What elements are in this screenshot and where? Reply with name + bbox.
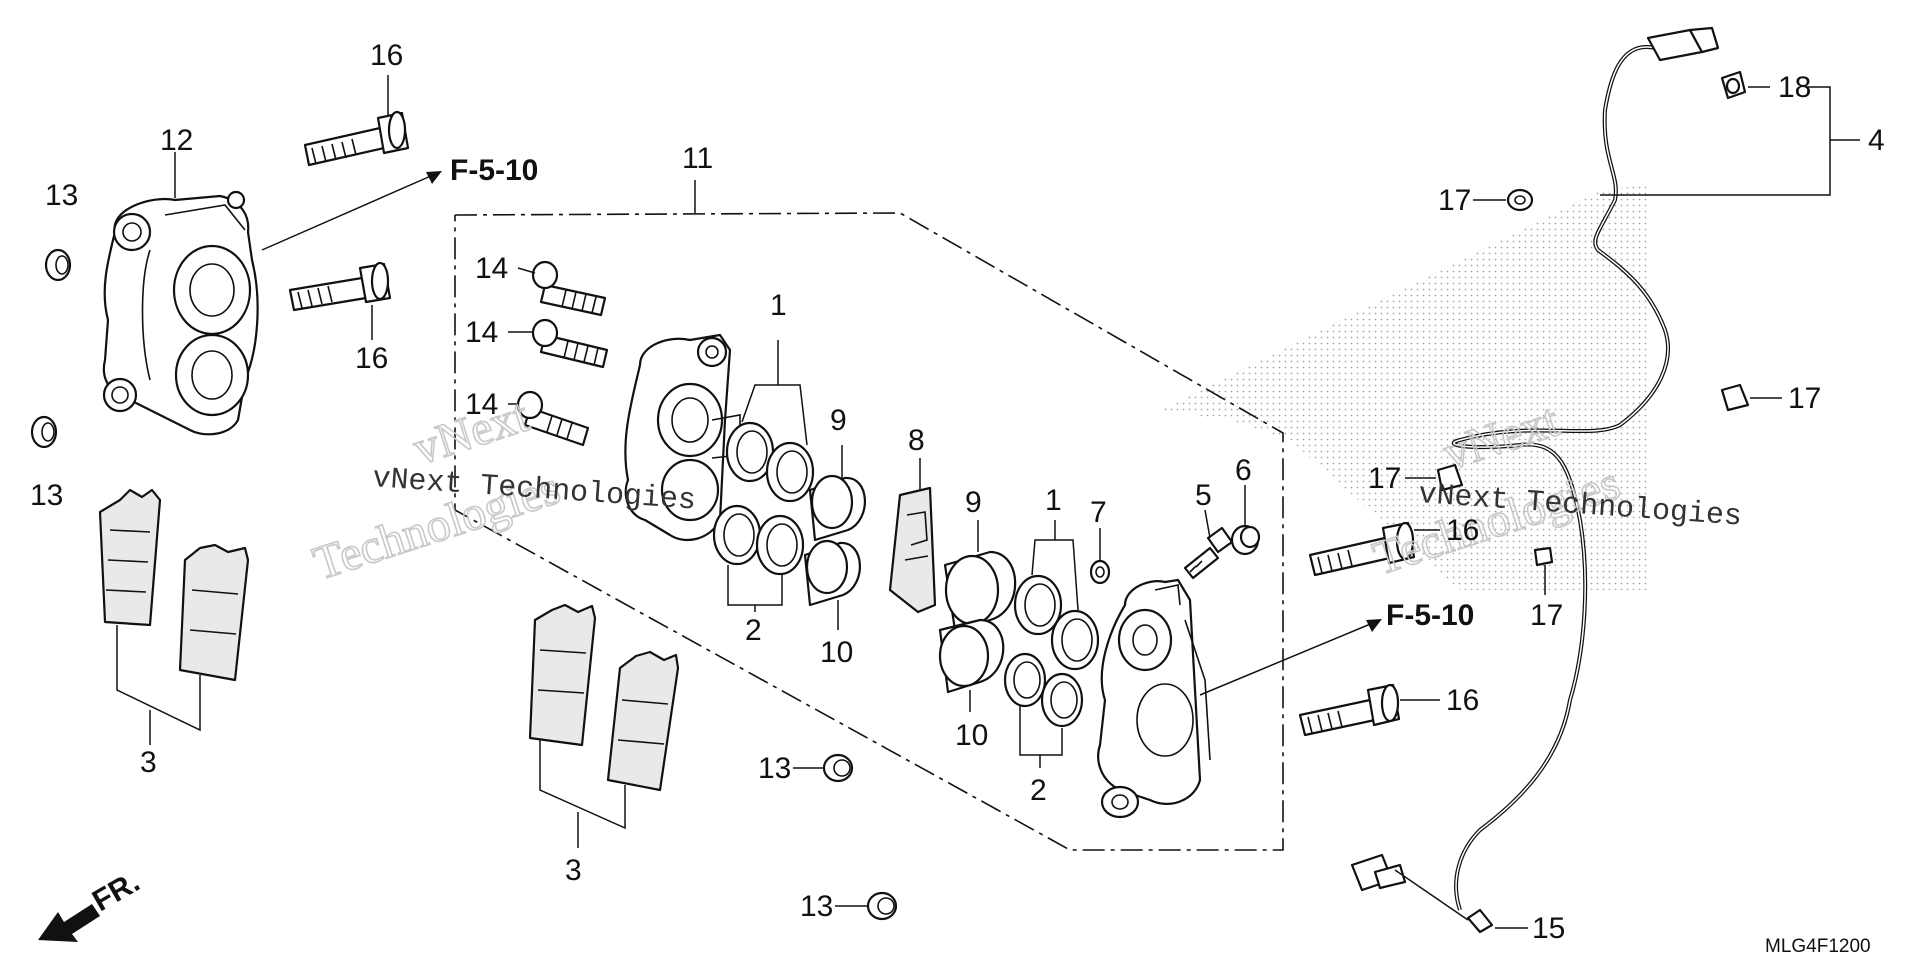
callout-9: 9 xyxy=(830,404,847,437)
ref-label-upper: F-5-10 xyxy=(450,154,538,187)
seal-13-lower-left xyxy=(30,415,58,449)
bolt-16-right-lower xyxy=(1298,683,1401,737)
callout-17: 17 xyxy=(1530,599,1563,632)
seal-set-1-2-left xyxy=(712,421,815,576)
callout-3: 3 xyxy=(140,746,157,779)
sensor-wire xyxy=(1451,44,1670,911)
callout-10: 10 xyxy=(955,719,988,752)
callout-1: 1 xyxy=(770,289,787,322)
brake-pad-center-b xyxy=(606,650,680,792)
bolt-14-c xyxy=(516,390,590,447)
callout-8: 8 xyxy=(908,424,925,457)
callout-17: 17 xyxy=(1368,462,1401,495)
callout-11: 11 xyxy=(682,142,713,175)
caliper-half-outer xyxy=(1097,578,1211,819)
callout-9: 9 xyxy=(965,486,982,519)
assembly-11-frame xyxy=(454,212,1284,851)
seal-13-bottom xyxy=(866,891,898,921)
callout-18: 18 xyxy=(1778,71,1811,104)
bolt-14-b xyxy=(531,318,609,369)
leader-5 xyxy=(1204,509,1211,539)
callout-13: 13 xyxy=(758,752,791,785)
bolt-14-a xyxy=(531,260,607,317)
bracket-4 xyxy=(1600,86,1831,196)
bracket-2-right xyxy=(1019,705,1063,756)
callout-14: 14 xyxy=(475,252,508,285)
callout-7: 7 xyxy=(1090,496,1107,529)
callout-10: 10 xyxy=(820,636,853,669)
callout-2: 2 xyxy=(1030,774,1047,807)
callout-17: 17 xyxy=(1438,184,1471,217)
sensor-connector xyxy=(1646,26,1720,62)
piston-9-right xyxy=(943,550,1017,632)
clamp-18 xyxy=(1720,70,1747,100)
callout-16: 16 xyxy=(355,342,388,375)
bolt-16-right-upper xyxy=(1308,521,1416,577)
callout-13: 13 xyxy=(800,890,833,923)
callout-14: 14 xyxy=(465,316,498,349)
leader-sensor-15 xyxy=(1394,869,1469,921)
callout-15: 15 xyxy=(1532,912,1565,945)
ref-leader-lower xyxy=(1199,619,1381,696)
seal-13-center xyxy=(822,753,854,783)
callout-13: 13 xyxy=(30,479,63,512)
bracket-3-center xyxy=(539,740,626,830)
cap-6 xyxy=(1230,524,1261,556)
callout-16: 16 xyxy=(370,39,403,72)
brake-pad-center-a xyxy=(528,603,597,747)
callout-12: 12 xyxy=(160,124,193,157)
sensor-head xyxy=(1350,853,1407,892)
callout-16: 16 xyxy=(1446,514,1479,547)
bleeder-5 xyxy=(1183,526,1234,580)
leader-14-a xyxy=(517,267,536,274)
callout-5: 5 xyxy=(1195,479,1212,512)
front-arrow-icon xyxy=(38,904,100,942)
caliper-half-inner xyxy=(624,333,741,542)
ref-arrowhead-lower xyxy=(1366,619,1382,632)
callout-3: 3 xyxy=(565,854,582,887)
seal-13-upper-left xyxy=(44,248,72,282)
callout-16: 16 xyxy=(1446,684,1479,717)
dotted-shading xyxy=(1160,185,1650,590)
clamp-17-right xyxy=(1720,383,1750,412)
callout-2: 2 xyxy=(745,614,762,647)
callout-4: 4 xyxy=(1868,124,1885,157)
callout-13: 13 xyxy=(45,179,78,212)
ref-leader-upper xyxy=(261,171,441,251)
brake-pad-left-a xyxy=(98,488,162,627)
bracket-3-left xyxy=(116,625,201,732)
brake-pad-left-b xyxy=(178,543,250,682)
seal-set-1-2-right xyxy=(1003,574,1100,728)
caliper-body-left xyxy=(102,190,259,436)
ref-label-lower: F-5-10 xyxy=(1386,599,1474,632)
bolt-16-top xyxy=(303,110,410,167)
clamp-17-top xyxy=(1506,188,1534,212)
cap-7 xyxy=(1089,559,1111,585)
bolt-15 xyxy=(1466,908,1494,934)
clamp-17-low xyxy=(1533,546,1554,567)
bolt-16-mid xyxy=(288,261,392,312)
callout-1: 1 xyxy=(1045,484,1062,517)
clamp-17-mid xyxy=(1436,463,1464,492)
pad-spring-8 xyxy=(888,486,937,614)
piston-10-right xyxy=(938,618,1005,694)
piston-9-left xyxy=(808,474,866,542)
callout-14: 14 xyxy=(465,388,498,421)
ref-arrowhead-upper xyxy=(426,171,442,184)
figure-code: MLG4F1200 xyxy=(1765,936,1871,957)
bracket-1-right xyxy=(1031,539,1079,611)
piston-10-left xyxy=(803,539,861,607)
callout-6: 6 xyxy=(1235,454,1252,487)
callout-17: 17 xyxy=(1788,382,1821,415)
